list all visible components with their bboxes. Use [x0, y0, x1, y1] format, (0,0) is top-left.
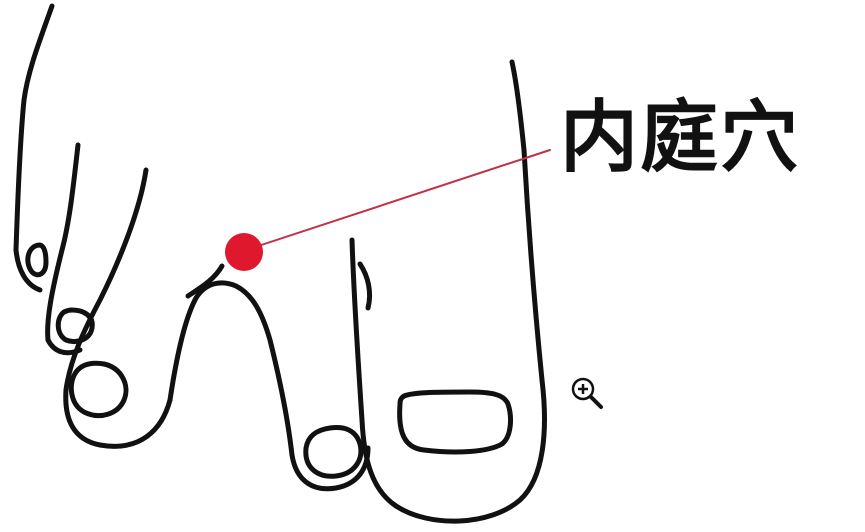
zoom-in-icon: [571, 377, 603, 409]
second-toe: [167, 263, 371, 492]
fourth-toe: [45, 142, 95, 356]
big-toe: [349, 59, 547, 524]
little-toe: [13, 3, 55, 293]
acupoint-label: 内庭穴: [560, 93, 801, 183]
third-toe: [63, 167, 173, 449]
acupoint-marker: [225, 233, 263, 271]
leader-line: [245, 149, 551, 251]
